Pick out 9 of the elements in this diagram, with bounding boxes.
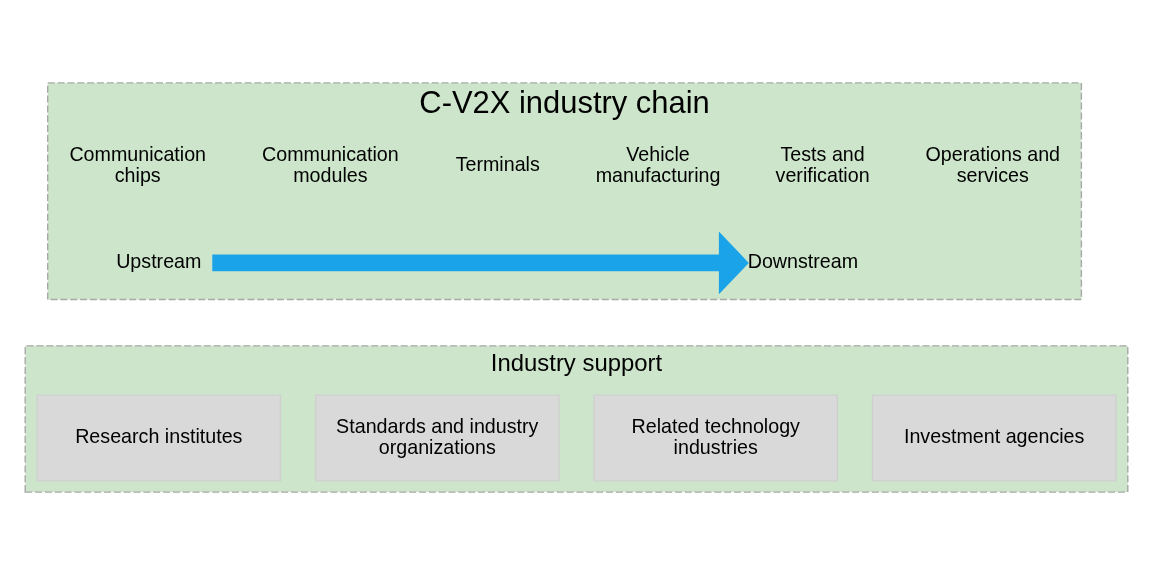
label: Terminals	[455, 153, 540, 176]
label: Communication modules	[262, 142, 399, 186]
label: Vehicle manufacturing	[595, 142, 721, 186]
node-text: Upstream	[116, 250, 202, 273]
label: Operations and services	[925, 142, 1061, 186]
label: Communication chips	[69, 142, 207, 186]
node-text: Downstream	[747, 250, 859, 273]
arrow	[212, 231, 749, 295]
label: Tests and verification	[775, 142, 870, 186]
